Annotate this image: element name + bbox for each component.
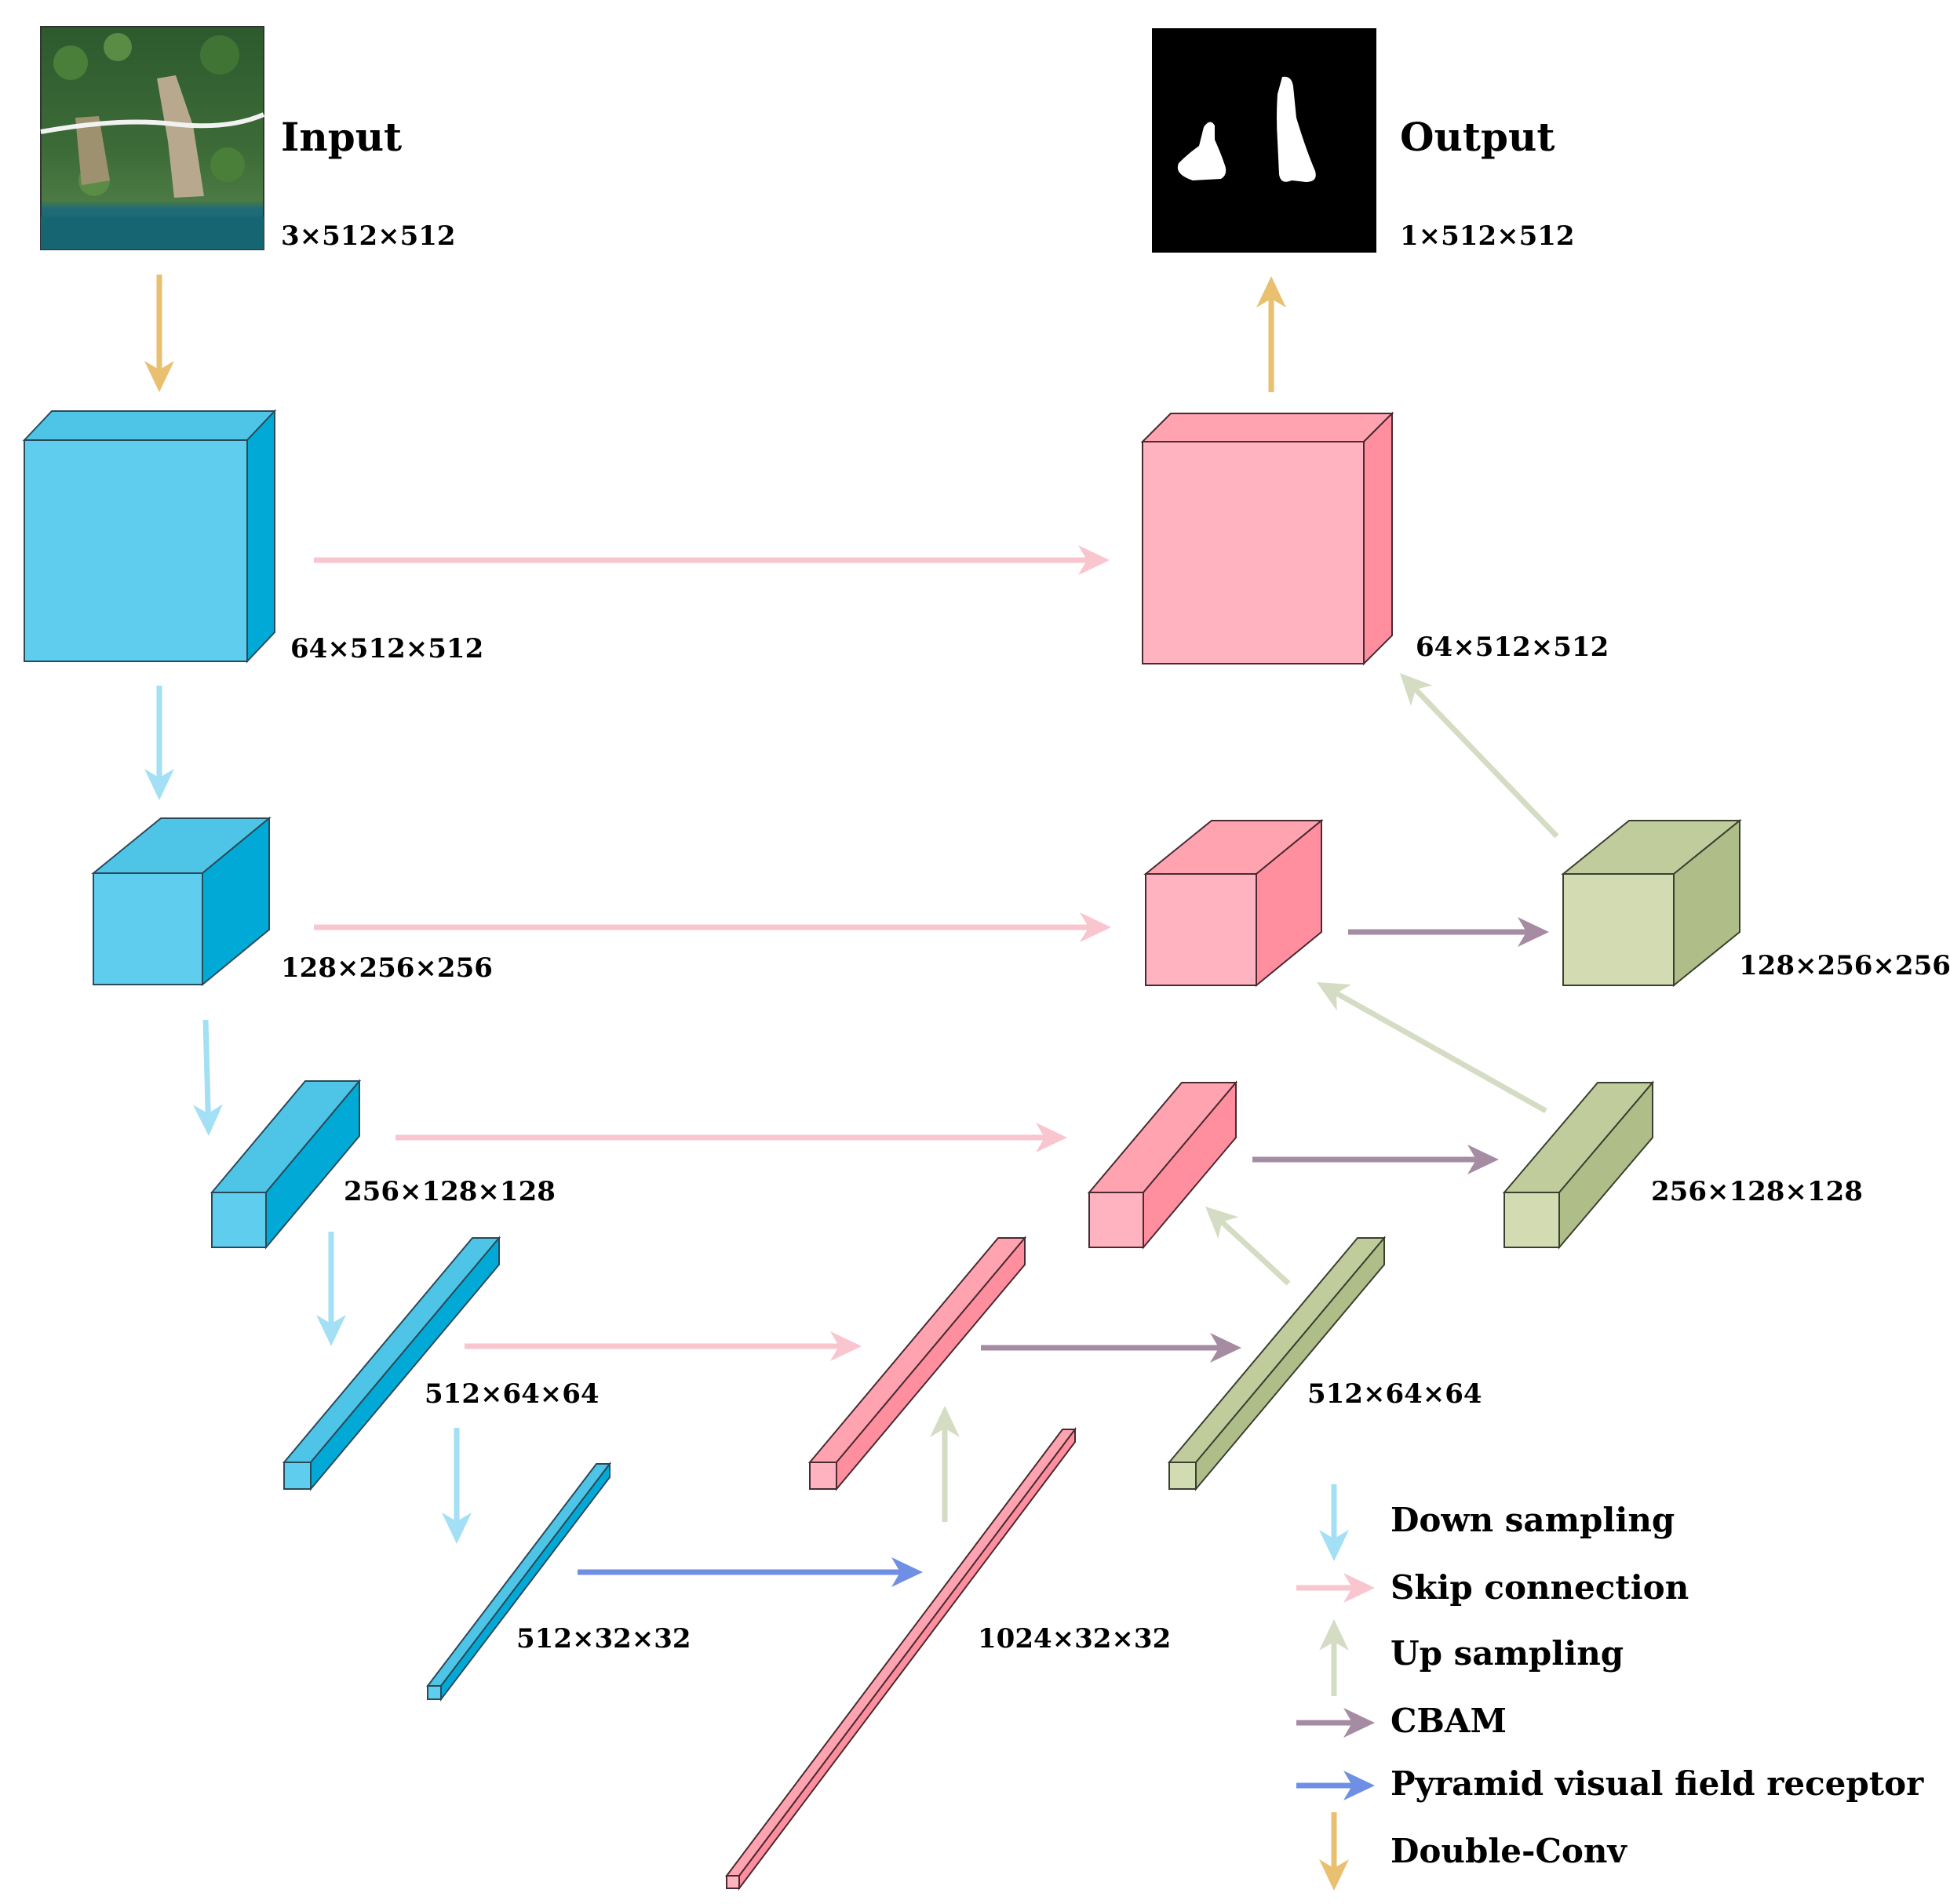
input-image (40, 26, 265, 250)
attention-block-3 (1167, 1236, 1387, 1491)
up-sampling-arrow-4 (930, 1406, 960, 1522)
decoder-block-5 (724, 1427, 1077, 1891)
legend-label-double-conv: Double-Conv (1391, 1832, 1627, 1870)
down-sampling-arrow-3 (316, 1232, 346, 1346)
double-conv-arrow-in (144, 275, 174, 392)
encoder-block-3 (210, 1079, 362, 1250)
legend-arrow-up-sampling (1319, 1619, 1349, 1696)
decoder-dims-1: 64×512×512 (1416, 632, 1609, 663)
legend-arrow-skip-connection (1296, 1573, 1375, 1603)
encoder-block-5 (425, 1462, 612, 1702)
attention-block-2 (1502, 1080, 1655, 1250)
output-title: Output (1400, 114, 1555, 160)
skip-connection-arrow-4 (465, 1331, 862, 1361)
encoder-dims-5: 512×32×32 (516, 1623, 691, 1655)
attention-block-1 (1561, 818, 1742, 988)
cbam-arrow-2 (1252, 1145, 1499, 1174)
encoder-dims-3: 256×128×128 (344, 1176, 556, 1207)
encoder-block-4 (282, 1236, 501, 1491)
output-mask (1152, 28, 1376, 253)
legend-label-up-sampling: Up sampling (1391, 1634, 1624, 1673)
down-sampling-arrow-2 (192, 1019, 223, 1136)
decoder-dims-5: 1024×32×32 (978, 1623, 1171, 1655)
decoder-block-4 (807, 1236, 1027, 1491)
legend-arrow-double-conv (1319, 1812, 1349, 1891)
legend-arrow-pvfr (1296, 1771, 1375, 1800)
legend-label-down-sampling: Down sampling (1391, 1501, 1675, 1539)
output-dims: 1×512×512 (1400, 220, 1575, 252)
legend-arrow-down-sampling (1319, 1484, 1349, 1561)
encoder-dims-1: 64×512×512 (290, 633, 483, 664)
input-dims: 3×512×512 (281, 220, 456, 252)
arrow-layer (144, 275, 1559, 1891)
decoder-block-2 (1143, 818, 1324, 988)
input-title: Input (281, 114, 402, 160)
legend-arrow-cbam (1296, 1708, 1375, 1738)
skip-connection-arrow-1 (314, 545, 1110, 575)
pvfr-arrow (578, 1557, 923, 1587)
decoder-block-1 (1140, 411, 1394, 666)
encoder-dims-2: 128×256×256 (281, 952, 493, 984)
down-sampling-arrow-4 (442, 1428, 472, 1544)
cbam-arrow-3 (981, 1333, 1241, 1363)
skip-connection-arrow-3 (395, 1123, 1067, 1152)
cbam-arrow-1 (1348, 917, 1549, 947)
attention-dims-1: 128×256×256 (1739, 950, 1950, 981)
legend: Down sampling Skip connection Up samplin… (1391, 1501, 1924, 1870)
double-conv-arrow-out (1256, 276, 1286, 392)
skip-connection-arrow-2 (314, 912, 1111, 942)
up-sampling-arrow-2 (1317, 982, 1547, 1114)
legend-label-pyramid-visual-field-receptor: Pyramid visual field receptor (1391, 1764, 1924, 1803)
legend-label-skip-connection: Skip connection (1391, 1568, 1689, 1607)
up-sampling-arrow-1 (1400, 673, 1559, 839)
encoder-block-1 (22, 409, 277, 664)
up-sampling-arrow-3 (1205, 1207, 1291, 1286)
down-sampling-arrow-1 (144, 686, 174, 800)
decoder-block-3 (1087, 1080, 1238, 1250)
encoder-dims-4: 512×64×64 (425, 1378, 600, 1410)
legend-label-cbam: CBAM (1391, 1702, 1507, 1740)
attention-dims-3: 512×64×64 (1307, 1378, 1482, 1410)
attention-dims-2: 256×128×128 (1651, 1176, 1863, 1207)
encoder-block-2 (91, 816, 272, 987)
